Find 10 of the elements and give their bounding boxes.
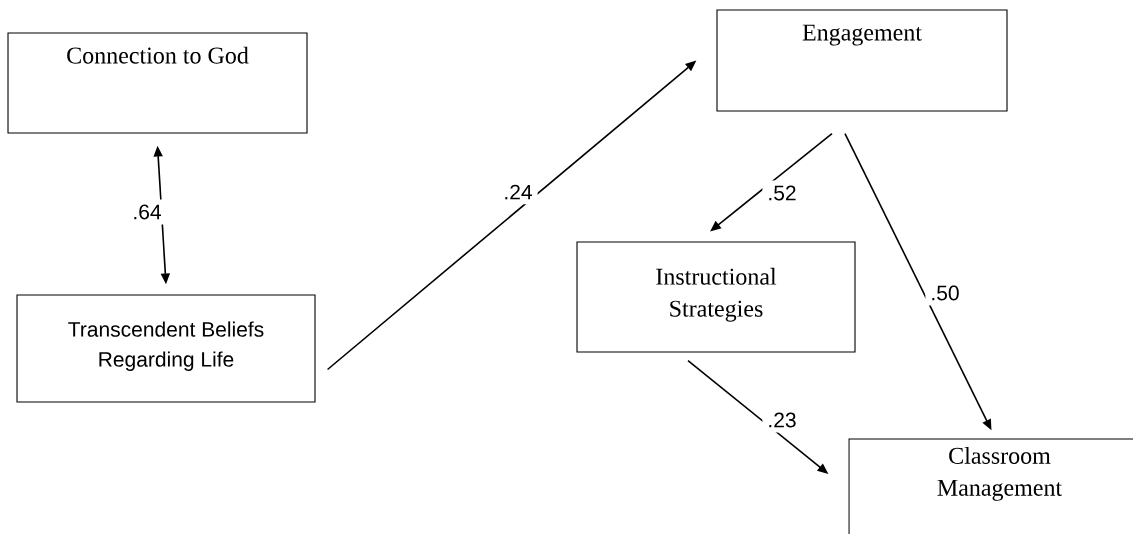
edge-label: .64 [127, 199, 167, 225]
process-box: Instructional Strategies [576, 241, 856, 353]
edge-label: .52 [762, 180, 802, 206]
edge-label: .24 [498, 179, 538, 205]
process-box: Engagement [716, 9, 1008, 112]
edge-label: .23 [762, 407, 802, 433]
process-box: Connection to God [7, 32, 308, 134]
process-box: Classroom Management [848, 438, 1133, 534]
edge-label: .50 [925, 280, 965, 306]
process-box: Transcendent Beliefs Regarding Life [16, 294, 316, 403]
